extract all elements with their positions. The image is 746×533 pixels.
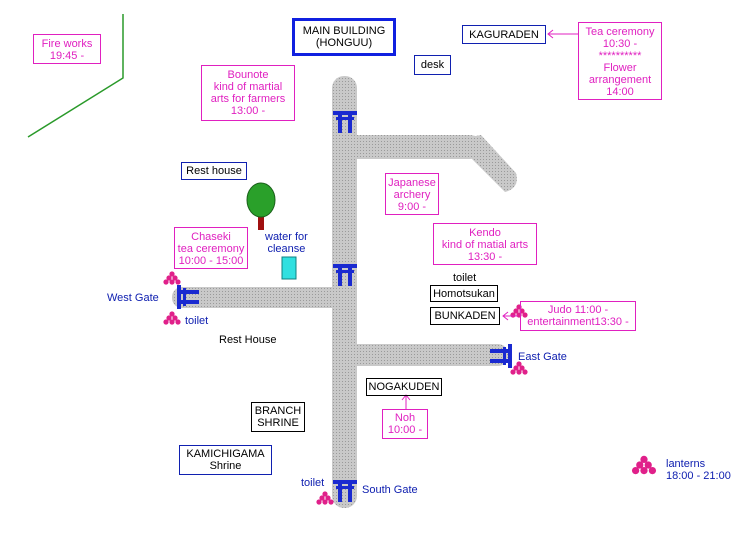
kamichigama-shrine-label: KAMICHIGAMA Shrine xyxy=(179,445,272,475)
noh-label: Noh 10:00 - xyxy=(382,409,428,439)
water-basin-icon xyxy=(281,256,297,280)
tree-icon xyxy=(246,182,276,230)
fireworks-area-outline xyxy=(27,14,124,138)
northeast-bend-road xyxy=(470,135,517,192)
south-gate-label: South Gate xyxy=(362,484,418,496)
lantern-icon xyxy=(163,311,181,325)
rest-house-low-label: Rest House xyxy=(219,334,277,346)
toilet-east-label: toilet xyxy=(453,272,477,284)
nogakuden-label: NOGAKUDEN xyxy=(366,378,442,396)
west-gate-label: West Gate xyxy=(107,292,159,304)
lantern-icon xyxy=(510,361,528,375)
homotsukan-label: Homotsukan xyxy=(430,285,498,302)
chaseki-label: Chaseki tea ceremony 10:00 - 15:00 xyxy=(174,227,248,269)
lantern-icon xyxy=(631,455,657,475)
bounote-label: Bounote kind of martial arts for farmers… xyxy=(201,65,295,121)
fireworks-label: Fire works 19:45 - xyxy=(33,34,101,64)
kendo-label: Kendo kind of matial arts 13:30 - xyxy=(433,223,537,265)
toilet-south-label: toilet xyxy=(301,477,325,489)
lantern-icon xyxy=(316,491,334,505)
judo-arrowhead xyxy=(502,311,509,321)
water-cleanse-label: water for cleanse xyxy=(265,231,308,255)
lanterns-label: lanterns 18:00 - 21:00 xyxy=(666,458,731,482)
main-building-label: MAIN BUILDING (HONGUU) xyxy=(292,18,396,56)
road-network xyxy=(172,76,517,508)
north-cross-road xyxy=(332,135,482,159)
tea-ceremony-arrowhead xyxy=(547,29,554,39)
east-gate-label: East Gate xyxy=(518,351,567,363)
rest-house-top-label: Rest house xyxy=(181,162,247,180)
branch-shrine-label: BRANCH SHRINE xyxy=(251,402,305,432)
west-road xyxy=(172,287,357,308)
toilet-west-label: toilet xyxy=(185,315,209,327)
judo-label: Judo 11:00 - entertainment13:30 - xyxy=(520,301,636,331)
japanese-archery-label: Japanese archery 9:00 - xyxy=(385,173,439,215)
east-road xyxy=(332,344,508,366)
bunkaden-label: BUNKADEN xyxy=(430,307,500,325)
desk-label: desk xyxy=(414,55,451,75)
lantern-icon xyxy=(163,271,181,285)
kaguraden-label: KAGURADEN xyxy=(462,25,546,44)
tea-ceremony-label: Tea ceremony 10:30 - ********** Flower a… xyxy=(578,22,662,100)
